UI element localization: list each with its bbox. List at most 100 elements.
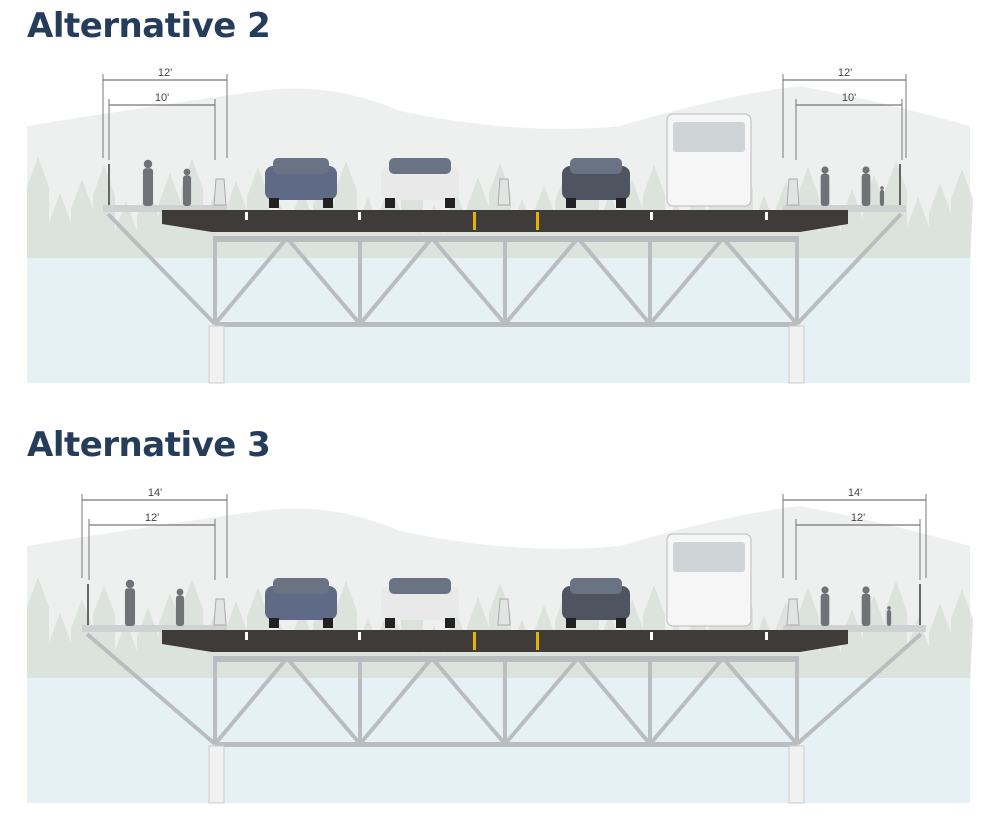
center-line bbox=[473, 632, 476, 650]
alternative-3-title: Alternative 3 bbox=[27, 425, 271, 465]
wheel bbox=[445, 618, 455, 628]
jersey-barrier bbox=[213, 598, 227, 626]
wheel bbox=[566, 198, 576, 208]
sedan-blue-windshield bbox=[273, 578, 329, 594]
jersey-barrier bbox=[497, 178, 511, 206]
pier-left bbox=[208, 745, 225, 804]
truss-diagonal bbox=[721, 656, 799, 746]
wheel bbox=[323, 198, 333, 208]
lane-stripe bbox=[245, 212, 248, 220]
sedan-dark-windshield bbox=[570, 158, 622, 174]
cyclist-body bbox=[820, 173, 830, 206]
child-head bbox=[880, 186, 884, 190]
cyclist-head bbox=[176, 588, 184, 596]
truss-diagonal bbox=[213, 236, 289, 326]
bus-window bbox=[673, 122, 745, 152]
jersey-barrier bbox=[786, 178, 800, 206]
cyclist-body bbox=[820, 593, 830, 626]
pier-left bbox=[208, 325, 225, 384]
pedestrian-head bbox=[862, 166, 870, 174]
alternative-2-cross-section: 12' 10' 12' 10' bbox=[27, 67, 973, 384]
left-inner-dimension: 12' bbox=[145, 512, 159, 524]
center-line bbox=[536, 632, 539, 650]
pedestrian-body bbox=[861, 593, 871, 626]
cyclist-head bbox=[183, 168, 191, 176]
lane-stripe bbox=[765, 632, 768, 640]
sedan-blue bbox=[265, 166, 337, 200]
pickup-truck-white bbox=[381, 586, 459, 620]
sedan-dark-windshield bbox=[570, 578, 622, 594]
child-body bbox=[886, 609, 892, 626]
truss-diagonal bbox=[576, 656, 652, 746]
wheel bbox=[323, 618, 333, 628]
sedan-dark bbox=[562, 586, 630, 620]
alternative-3-cross-section: 14' 12' 14' 12' bbox=[27, 487, 973, 804]
lane-stripe bbox=[245, 632, 248, 640]
pedestrian-head bbox=[143, 159, 153, 169]
truss-diagonal bbox=[213, 656, 289, 746]
truss-diagonal bbox=[503, 656, 580, 746]
lane-stripe bbox=[650, 632, 653, 640]
roadway-deck bbox=[162, 210, 848, 232]
wheel bbox=[269, 198, 279, 208]
truss-diagonal bbox=[576, 236, 652, 326]
sedan-dark bbox=[562, 166, 630, 200]
pedestrian-body bbox=[124, 588, 136, 626]
water bbox=[27, 678, 970, 803]
wheel bbox=[616, 618, 626, 628]
wheel bbox=[445, 198, 455, 208]
left-inner-dimension: 10' bbox=[155, 92, 169, 104]
truss-diagonal bbox=[285, 236, 362, 326]
sidewalk-right bbox=[783, 205, 906, 212]
sedan-blue bbox=[265, 586, 337, 620]
lane-stripe bbox=[358, 632, 361, 640]
truss-diagonal bbox=[358, 236, 434, 326]
bus-window bbox=[673, 542, 745, 572]
cantilever-strut-right bbox=[795, 212, 903, 326]
water bbox=[27, 258, 970, 383]
alternative-2-title: Alternative 2 bbox=[27, 6, 271, 46]
truss-diagonal bbox=[503, 236, 580, 326]
right-inner-dimension: 12' bbox=[851, 512, 865, 524]
pickup-truck-white-windshield bbox=[389, 578, 451, 594]
lane-stripe bbox=[765, 212, 768, 220]
pickup-truck-white bbox=[381, 166, 459, 200]
child-body bbox=[879, 189, 885, 206]
pedestrian-body bbox=[142, 168, 154, 206]
pier-right bbox=[788, 325, 805, 384]
jersey-barrier bbox=[213, 178, 227, 206]
truss-diagonal bbox=[358, 656, 434, 746]
pedestrian-head bbox=[125, 579, 135, 589]
wheel bbox=[385, 198, 395, 208]
cantilever-strut-left bbox=[106, 212, 217, 326]
right-outer-dimension: 12' bbox=[838, 67, 852, 79]
truss-diagonal bbox=[285, 656, 362, 746]
sidewalk-left bbox=[103, 205, 227, 212]
truss-diagonal bbox=[648, 236, 725, 326]
pier-right bbox=[788, 745, 805, 804]
right-outer-dimension: 14' bbox=[848, 487, 862, 499]
wheel bbox=[385, 618, 395, 628]
sidewalk-right bbox=[783, 625, 926, 632]
jersey-barrier bbox=[497, 598, 511, 626]
right-inner-dimension: 10' bbox=[842, 92, 856, 104]
pickup-truck-white-windshield bbox=[389, 158, 451, 174]
sidewalk-left bbox=[82, 625, 227, 632]
center-line bbox=[536, 212, 539, 230]
pedestrian-head bbox=[862, 586, 870, 594]
left-outer-dimension: 12' bbox=[158, 67, 172, 79]
roadway-deck bbox=[162, 630, 848, 652]
truss-diagonal bbox=[648, 656, 725, 746]
cyclist-body bbox=[175, 595, 185, 626]
cantilever-strut-right bbox=[795, 632, 923, 746]
truss-diagonal bbox=[430, 236, 507, 326]
sedan-blue-windshield bbox=[273, 158, 329, 174]
truss-diagonal bbox=[721, 236, 799, 326]
jersey-barrier bbox=[786, 598, 800, 626]
cyclist-head bbox=[821, 586, 829, 594]
wheel bbox=[566, 618, 576, 628]
wheel bbox=[269, 618, 279, 628]
cyclist-body bbox=[182, 175, 192, 206]
left-outer-dimension: 14' bbox=[148, 487, 162, 499]
cyclist-head bbox=[821, 166, 829, 174]
